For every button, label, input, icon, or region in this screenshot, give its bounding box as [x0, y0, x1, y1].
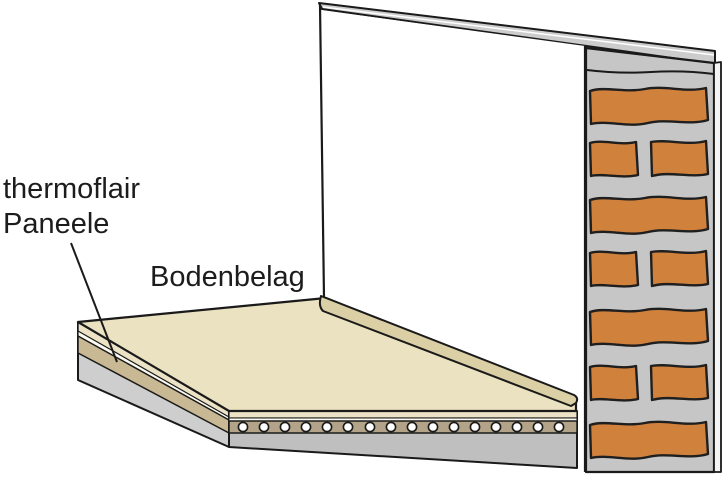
pipe-icon [511, 421, 523, 433]
brick [649, 363, 710, 402]
brick [588, 140, 640, 178]
brick [588, 250, 640, 288]
brick [588, 364, 640, 402]
interior-wall-face [320, 10, 585, 472]
pipe-icon [427, 421, 439, 433]
brick [649, 139, 710, 178]
pipe-icon [364, 421, 376, 433]
pipe-icon [258, 421, 270, 433]
floor-covering-label: Bodenbelag [150, 261, 305, 293]
pipe-icon [532, 421, 544, 433]
wall-left-edge [318, 4, 326, 299]
panel-leader-line [70, 242, 118, 363]
pipe-icon [321, 421, 333, 433]
panel-label-line2: Paneele [3, 208, 110, 240]
brick [588, 195, 710, 235]
panel-label: thermoflair Paneele [3, 172, 140, 242]
pipe-icon [237, 421, 249, 433]
panel-label-line1: thermoflair [3, 173, 140, 205]
brick [588, 307, 710, 347]
brick [649, 249, 710, 288]
pipe-icon [490, 421, 502, 433]
pipe-icon [385, 421, 397, 433]
outer-wall-strip [713, 61, 722, 473]
floor-covering-surface [76, 296, 578, 413]
pipe-icon [279, 421, 291, 433]
brick [588, 420, 710, 460]
pipe-icon [342, 421, 354, 433]
wall-top-face-highlight [322, 6, 715, 56]
floor-front-panel-layer [228, 420, 578, 434]
masonry-top-line [586, 69, 715, 75]
pipe-icon [300, 421, 312, 433]
pipe-icon [469, 421, 481, 433]
pipe-icon [553, 421, 565, 433]
brick [588, 86, 710, 126]
skirting-board [318, 295, 579, 407]
pipe-icon [448, 421, 460, 433]
pipe-icon [406, 421, 418, 433]
heating-pipes [237, 421, 565, 433]
